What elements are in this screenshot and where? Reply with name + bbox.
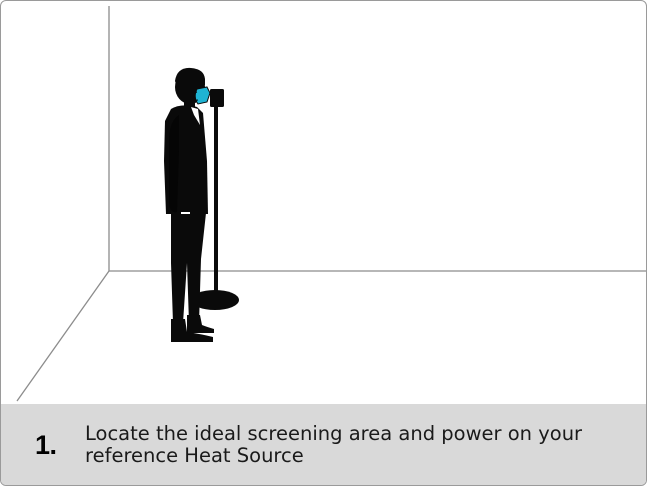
face-mask-icon [195,87,210,104]
step-text: Locate the ideal screening area and powe… [85,423,630,467]
room-wall-lines [17,6,647,401]
room-illustration [1,1,647,404]
step-number: 1. [35,430,57,461]
